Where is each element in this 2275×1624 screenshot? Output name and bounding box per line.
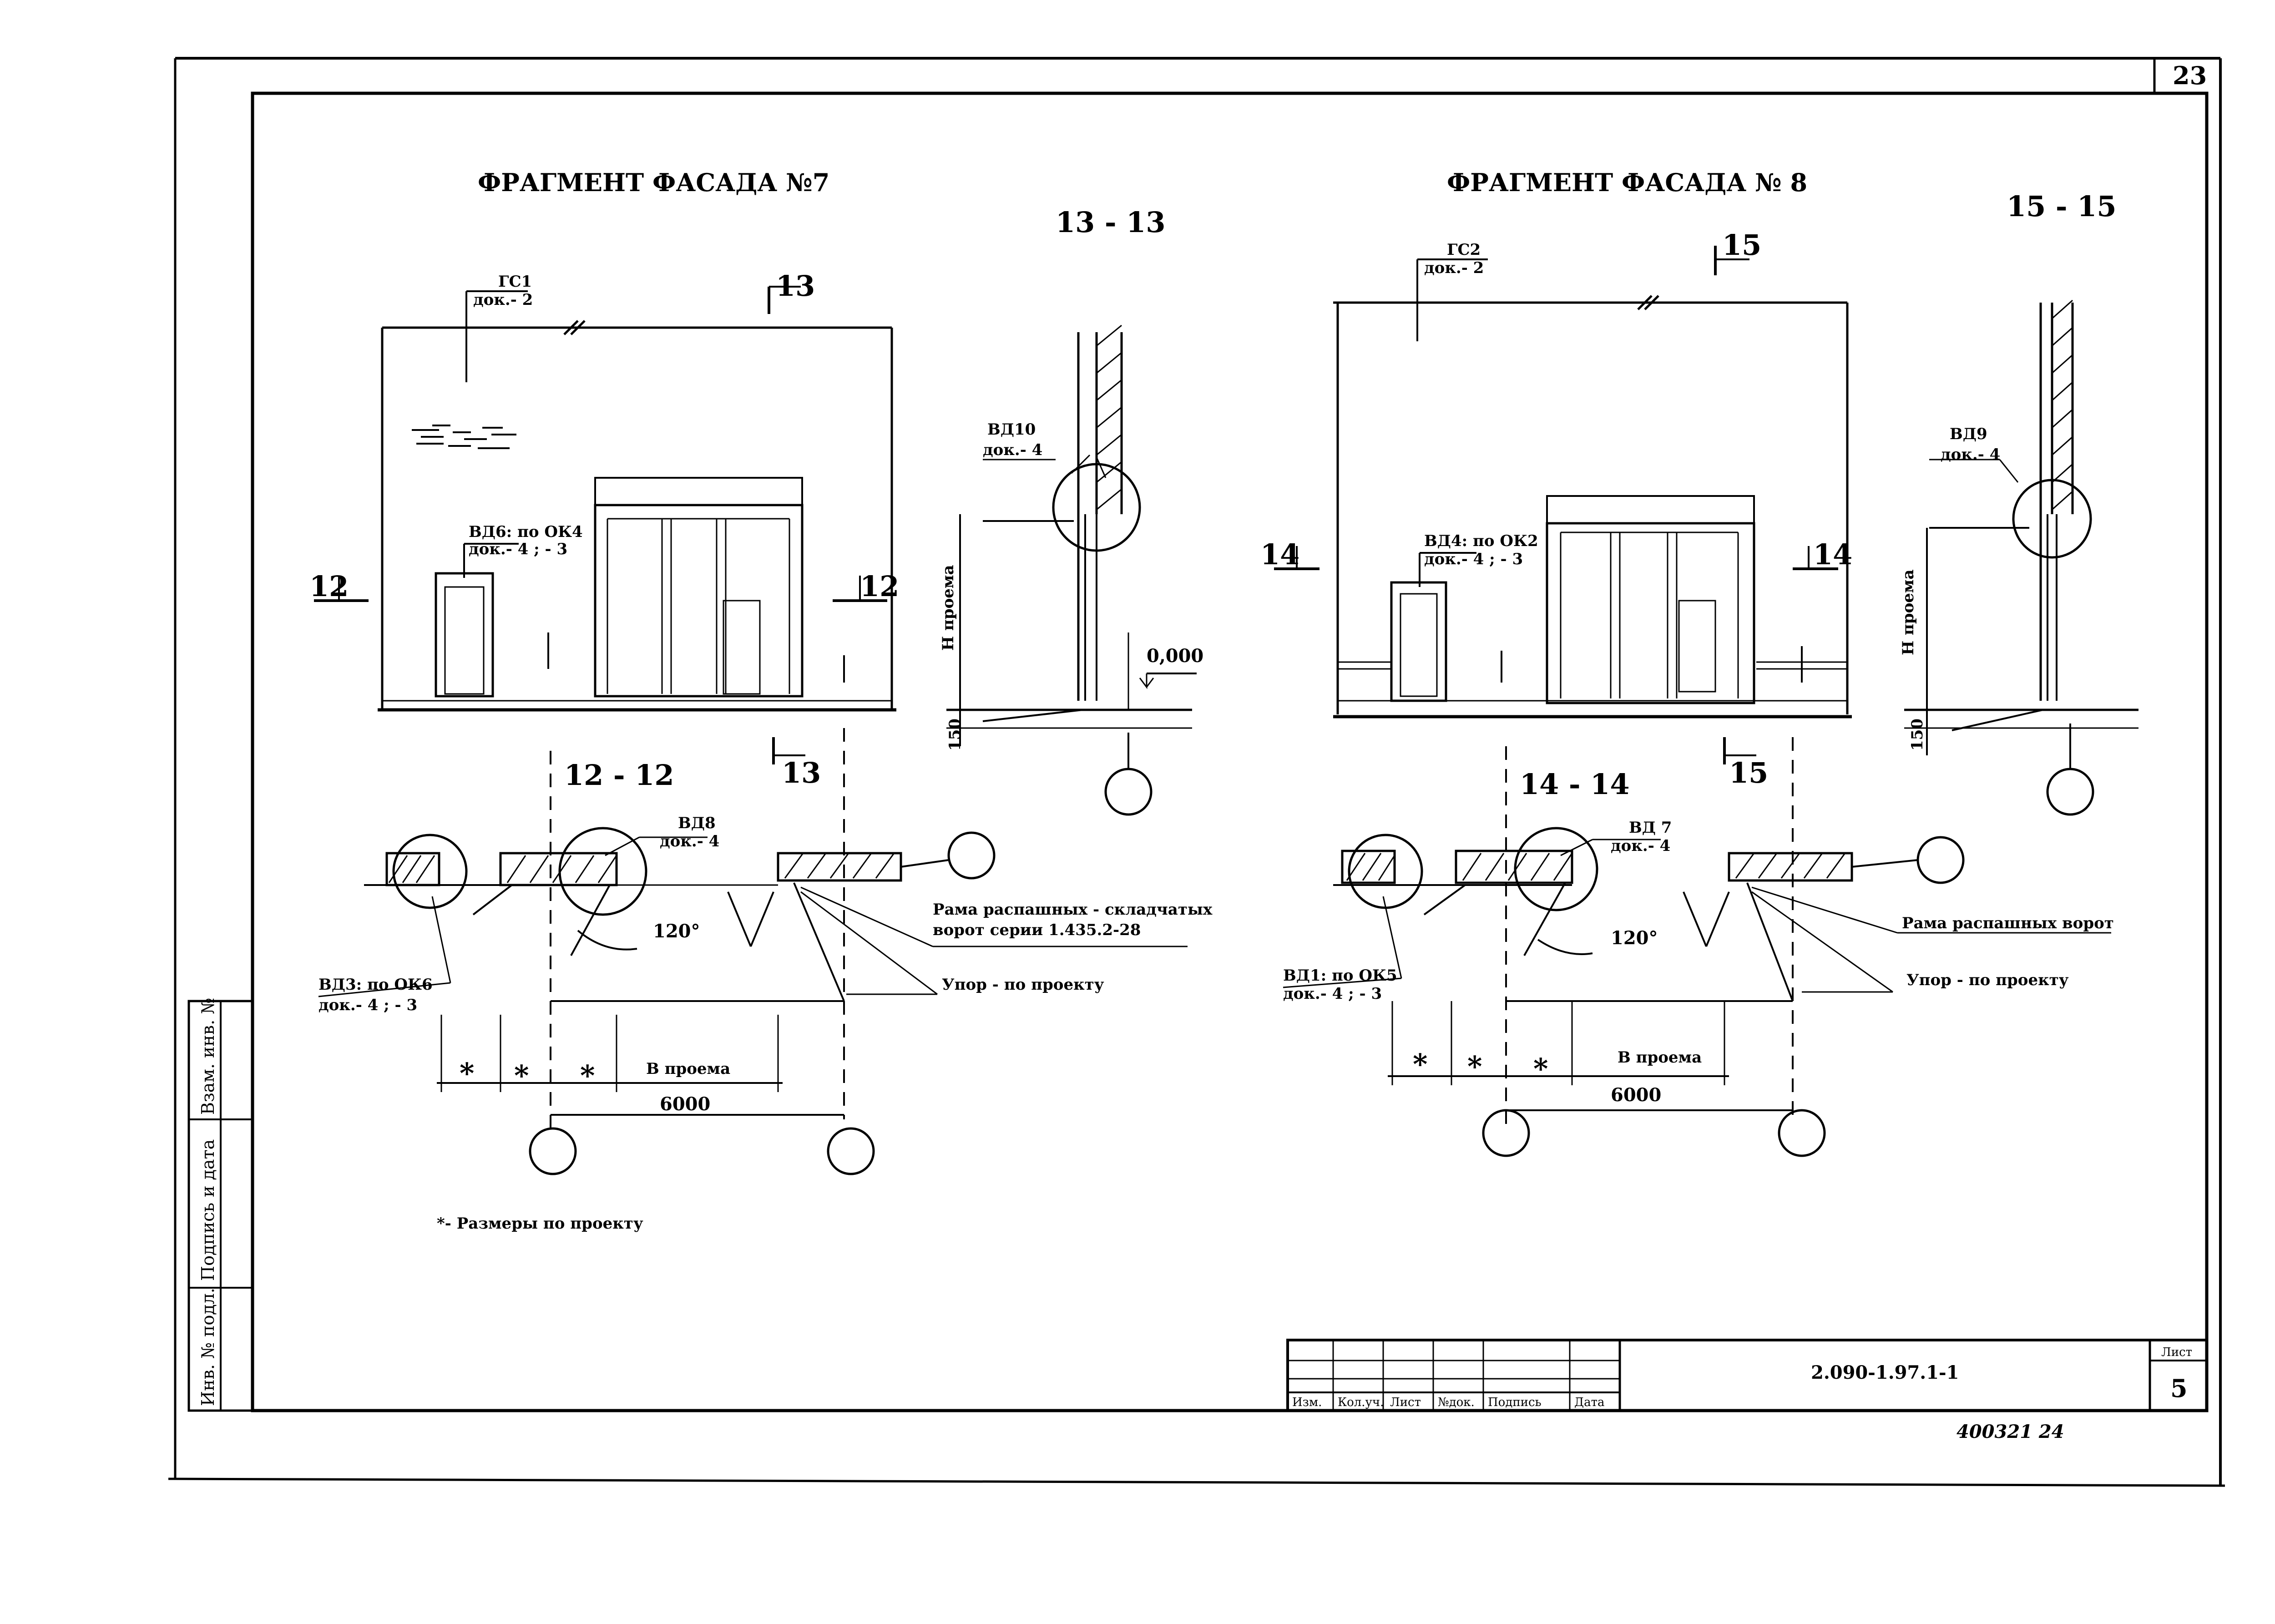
left-gs-doc: док.- 2: [473, 291, 533, 309]
side-signature-label: Подпись и дата: [198, 1139, 218, 1281]
left-vd3-doc: док.- 4 ; - 3: [318, 996, 417, 1014]
left-cut12-right: 12: [860, 570, 899, 603]
side-strip: [187, 1000, 254, 1412]
right-cut15-top: 15: [1722, 228, 1761, 262]
left-vd3-label: ВД3: по ОК6: [318, 976, 433, 994]
right-star-1: *: [1413, 1047, 1427, 1081]
stamp-col-data: Дата: [1574, 1396, 1605, 1409]
outer-frame: [168, 57, 2225, 1487]
left-vd10-doc: док.- 4: [983, 441, 1042, 459]
right-vd7-doc: док.- 4: [1611, 837, 1670, 855]
right-star-3: *: [1533, 1052, 1548, 1085]
left-angle: 120°: [653, 921, 700, 942]
left-section-elev-title: 13 - 13: [1056, 206, 1165, 239]
left-vd8-doc: док.- 4: [660, 832, 719, 850]
right-facade-elevation: [1274, 246, 1852, 764]
left-cut13-bottom: 13: [782, 756, 821, 789]
right-vd9-doc: док.- 4: [1941, 445, 2000, 464]
right-gs-label: ГС2: [1447, 241, 1481, 259]
right-vd1-label: ВД1: по ОК5: [1283, 966, 1397, 985]
left-star-3: *: [580, 1059, 595, 1092]
left-cut13-top: 13: [776, 269, 815, 303]
sheet-number-top: 23: [2173, 61, 2207, 90]
right-angle: 120°: [1611, 927, 1658, 949]
stamp-code: 2.090-1.97.1-1: [1811, 1362, 1959, 1383]
left-star-2: *: [514, 1059, 529, 1092]
right-cut14-right: 14: [1813, 538, 1852, 571]
left-section-plan-title: 12 - 12: [564, 759, 674, 792]
right-cut14-left: 14: [1260, 538, 1299, 571]
stamp-sheet-number: 5: [2170, 1374, 2188, 1403]
side-replace-label: Взам. инв. №: [198, 998, 218, 1115]
stamp-col-kolvo: Кол.уч.: [1338, 1396, 1384, 1409]
right-star-2: *: [1467, 1050, 1482, 1083]
left-b-opening: В проема: [646, 1060, 730, 1078]
left-facade-elevation: [314, 286, 896, 764]
left-frame-note-1: Рама распашных - складчатых: [933, 901, 1213, 919]
left-plan-12-12: [318, 728, 1188, 1175]
right-vd1-doc: док.- 4 ; - 3: [1283, 985, 1382, 1003]
right-vd4-label: ВД4: по ОК2: [1424, 532, 1538, 550]
stamp-col-podpis: Подпись: [1488, 1396, 1542, 1409]
left-vd8-label: ВД8: [678, 814, 716, 832]
left-vd6-label: ВД6: по ОК4: [469, 523, 583, 541]
left-vd6-doc: док.- 4 ; - 3: [469, 540, 567, 558]
handwritten-number: 400321 24: [1956, 1421, 2064, 1442]
right-stop-note: Упор - по проекту: [1906, 971, 2069, 989]
left-cut12-left: 12: [309, 570, 349, 603]
left-title: ФРАГМЕНТ ФАСАДА №7: [478, 168, 829, 197]
stamp-sheet-label: Лист: [2161, 1346, 2192, 1359]
left-h-opening: Н проема: [939, 565, 957, 651]
right-cut15-bottom: 15: [1729, 756, 1768, 789]
left-vd10-label: ВД10: [987, 420, 1036, 439]
right-vd7-label: ВД 7: [1629, 819, 1672, 837]
title-block: [1286, 1339, 2208, 1412]
left-dim-6000: 6000: [660, 1093, 710, 1115]
right-vd4-doc: док.- 4 ; - 3: [1424, 550, 1523, 568]
left-section-13-13: [946, 324, 1197, 816]
left-level: 0,000: [1147, 645, 1203, 667]
left-footnote: *- Размеры по проекту: [437, 1214, 643, 1233]
right-frame-note: Рама распашных ворот: [1902, 914, 2114, 932]
left-gs-label: ГС1: [498, 273, 532, 291]
right-section-elev-title: 15 - 15: [2007, 190, 2116, 223]
right-dim-6000: 6000: [1611, 1084, 1661, 1106]
right-b-opening: В проема: [1618, 1048, 1702, 1067]
stamp-col-izm: Изм.: [1292, 1396, 1322, 1409]
right-section-plan-title: 14 - 14: [1520, 768, 1629, 801]
right-title: ФРАГМЕНТ ФАСАДА № 8: [1447, 168, 1807, 197]
right-vd9-label: ВД9: [1950, 425, 1987, 443]
right-gs-doc: док.- 2: [1424, 259, 1484, 277]
right-h-opening: Н проема: [1899, 570, 1917, 656]
left-frame-note-2: ворот серии 1.435.2-28: [933, 921, 1141, 939]
right-step: 150: [1908, 718, 1926, 751]
stamp-col-ndok: №док.: [1438, 1396, 1475, 1409]
stamp-col-list: Лист: [1390, 1396, 1421, 1409]
side-inv-label: Инв. № подл.: [198, 1288, 218, 1406]
left-step: 150: [946, 718, 964, 751]
right-section-15-15: [1904, 299, 2138, 816]
left-star-1: *: [460, 1057, 474, 1090]
right-plan-14-14: [1283, 737, 2111, 1157]
left-stop-note: Упор - по проекту: [942, 976, 1104, 994]
